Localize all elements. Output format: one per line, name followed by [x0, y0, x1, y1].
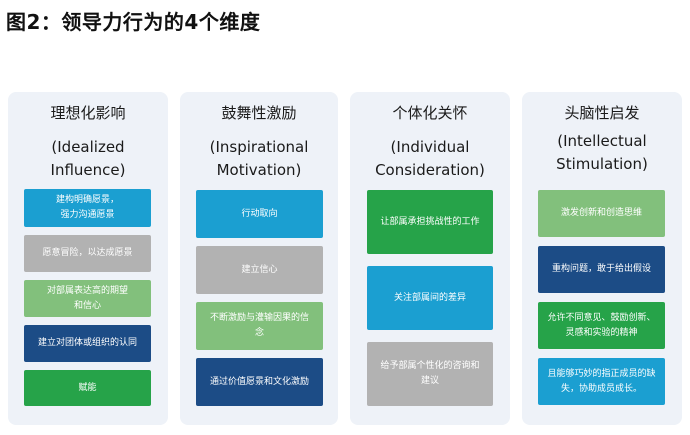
behavior-box: 对部属表达高的期望和信心 [24, 280, 151, 317]
column-inspirational-motivation: 鼓舞性激励 (Inspirational Motivation) 行动取向 建立… [180, 92, 338, 425]
box-line: 愿意冒险，以达成愿景 [42, 248, 133, 258]
behavior-box: 让部属承担挑战性的工作 [367, 190, 493, 254]
box-line: 建构明确愿景， [55, 195, 119, 205]
behavior-box: 通过价值愿景和文化激励 [196, 358, 323, 406]
column-title-en-line2: Influence) [50, 161, 126, 179]
box-line: 通过价值愿景和文化激励 [209, 376, 309, 387]
behavior-box: 行动取向 [196, 190, 323, 238]
behavior-box: 激发创新和创造思维 [538, 190, 665, 237]
box-line: 灵感和实验的精神 [565, 327, 638, 338]
box-line: 赋能 [78, 382, 97, 393]
behavior-box: 给予部属个性化的咨询和建议 [367, 342, 493, 406]
column-title-en: (Inspirational Motivation) [180, 136, 338, 182]
box-line: 且能够巧妙的指正成员的缺 [547, 368, 656, 379]
column-title-en-line1: (Intellectual [557, 132, 647, 150]
behavior-box: 愿意冒险，以达成愿景 [24, 235, 151, 272]
behavior-box: 且能够巧妙的指正成员的缺失，协助成员成长。 [538, 358, 665, 405]
behavior-box: 建构明确愿景， 强力沟通愿景 [24, 189, 151, 227]
box-line: 建立信心 [241, 264, 278, 275]
column-title-cn: 理想化影响 [50, 104, 126, 122]
column-title-cn: 个体化关怀 [392, 104, 468, 122]
box-line: 建立对团体或组织的认同 [37, 338, 137, 348]
box-line: 关注部属间的差异 [393, 292, 466, 303]
column-title-en-line1: (Inspirational [209, 138, 309, 156]
behavior-box: 重构问题，敢于给出假设 [538, 246, 665, 293]
behavior-box: 建立对团体或组织的认同 [24, 325, 151, 362]
box-line: 给予部属个性化的咨询和 [380, 361, 480, 371]
column-intellectual-stimulation: 头脑性启发 (Intellectual Stimulation) 激发创新和创造… [522, 92, 682, 425]
column-individual-consideration: 个体化关怀 (Individual Consideration) 让部属承担挑战… [350, 92, 510, 425]
box-line: 念 [254, 328, 264, 338]
column-title-en-line1: (Individual [390, 138, 470, 156]
column-title-cn: 鼓舞性激励 [221, 104, 297, 122]
box-line: 建议 [420, 376, 439, 386]
behavior-box: 关注部属间的差异 [367, 266, 493, 330]
box-line: 重构问题，敢于给出假设 [551, 264, 651, 274]
behavior-box: 允许不同意见、鼓励创新、灵感和实验的精神 [538, 302, 665, 349]
box-line: 失，协助成员成长。 [560, 383, 642, 394]
box-line: 强力沟通愿景 [60, 210, 115, 220]
box-line: 激发创新和创造思维 [560, 208, 642, 218]
behavior-box: 不断激励与灌输因果的信念 [196, 302, 323, 350]
box-line: 和信心 [73, 300, 101, 311]
figure-title: 图2：领导力行为的4个维度 [6, 10, 261, 34]
column-title-en-line2: Motivation) [216, 161, 302, 179]
column-title-en: (Idealized Influence) [8, 136, 168, 182]
column-title-en-line2: Consideration) [375, 161, 485, 179]
column-title-en-line1: (Idealized [51, 138, 125, 156]
column-title-en: (Intellectual Stimulation) [522, 130, 682, 176]
behavior-box: 赋能 [24, 370, 151, 406]
column-title-en-line2: Stimulation) [556, 155, 648, 173]
box-line: 让部属承担挑战性的工作 [380, 216, 480, 227]
box-line: 行动取向 [241, 208, 278, 219]
box-line: 允许不同意见、鼓励创新、 [547, 312, 656, 323]
column-title-en: (Individual Consideration) [350, 136, 510, 182]
box-line: 对部属表达高的期望 [46, 285, 128, 296]
column-idealized-influence: 理想化影响 (Idealized Influence) 建构明确愿景， 强力沟通愿… [8, 92, 168, 425]
column-title-cn: 头脑性启发 [564, 104, 640, 122]
box-line: 不断激励与灌输因果的信 [209, 313, 309, 323]
behavior-box: 建立信心 [196, 246, 323, 294]
